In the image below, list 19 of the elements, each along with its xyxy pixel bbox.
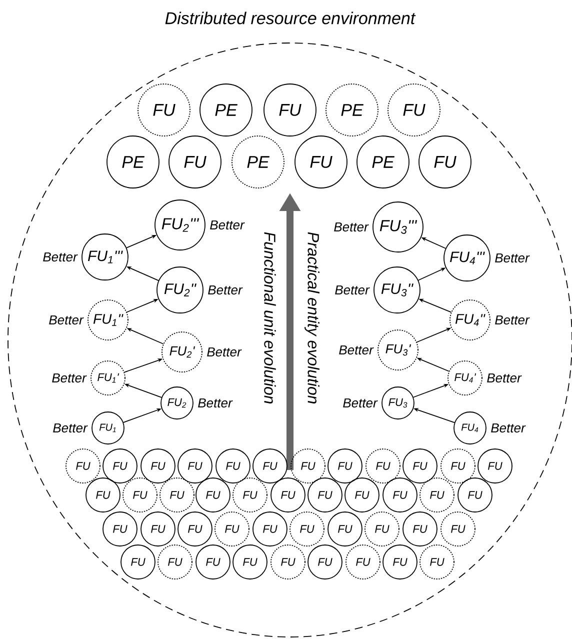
better-label: Better <box>198 398 233 408</box>
rotated-label: Functional unit evolution <box>264 232 276 404</box>
better-label: Better <box>49 315 84 325</box>
better-label: Better <box>208 285 243 295</box>
better-label: Better <box>495 253 530 263</box>
better-label: Better <box>210 220 245 230</box>
better-label: Better <box>495 315 530 325</box>
title: Distributed resource environment <box>165 12 416 24</box>
better-label: Better <box>335 285 370 295</box>
better-label: Better <box>53 423 88 433</box>
rotated-label: Practical entity evolution <box>304 232 320 404</box>
better-label: Better <box>334 222 369 232</box>
better-label: Better <box>487 373 522 383</box>
better-label: Better <box>52 373 87 383</box>
better-label: Better <box>43 252 78 262</box>
better-label: Better <box>207 347 242 357</box>
better-label: Better <box>491 423 526 433</box>
better-label: Better <box>339 345 374 355</box>
better-label: Better <box>343 398 378 408</box>
